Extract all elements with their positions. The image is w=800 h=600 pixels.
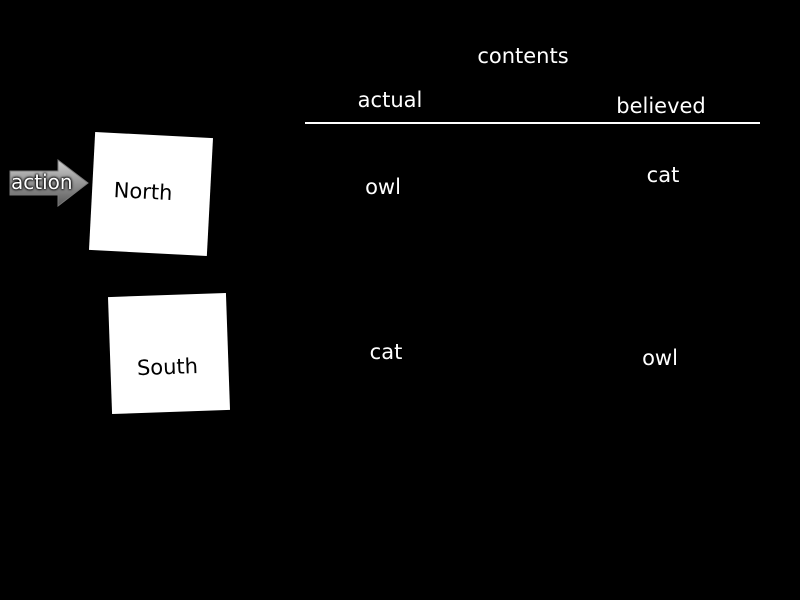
- contents-heading: contents: [477, 44, 569, 68]
- north-believed-contents: cat: [646, 163, 680, 187]
- south-believed-contents: owl: [642, 346, 678, 370]
- south-actual-contents: cat: [369, 340, 403, 364]
- action-label: action: [11, 170, 73, 194]
- south-box: South: [107, 292, 231, 415]
- action-arrow-icon: [9, 159, 89, 207]
- north-box: North: [88, 131, 214, 257]
- header-divider: [305, 122, 760, 124]
- column-header-actual: actual: [357, 88, 423, 112]
- south-box-label: South: [136, 354, 199, 381]
- north-actual-contents: owl: [365, 175, 401, 199]
- column-header-believed: believed: [616, 94, 706, 118]
- north-box-label: North: [113, 177, 174, 205]
